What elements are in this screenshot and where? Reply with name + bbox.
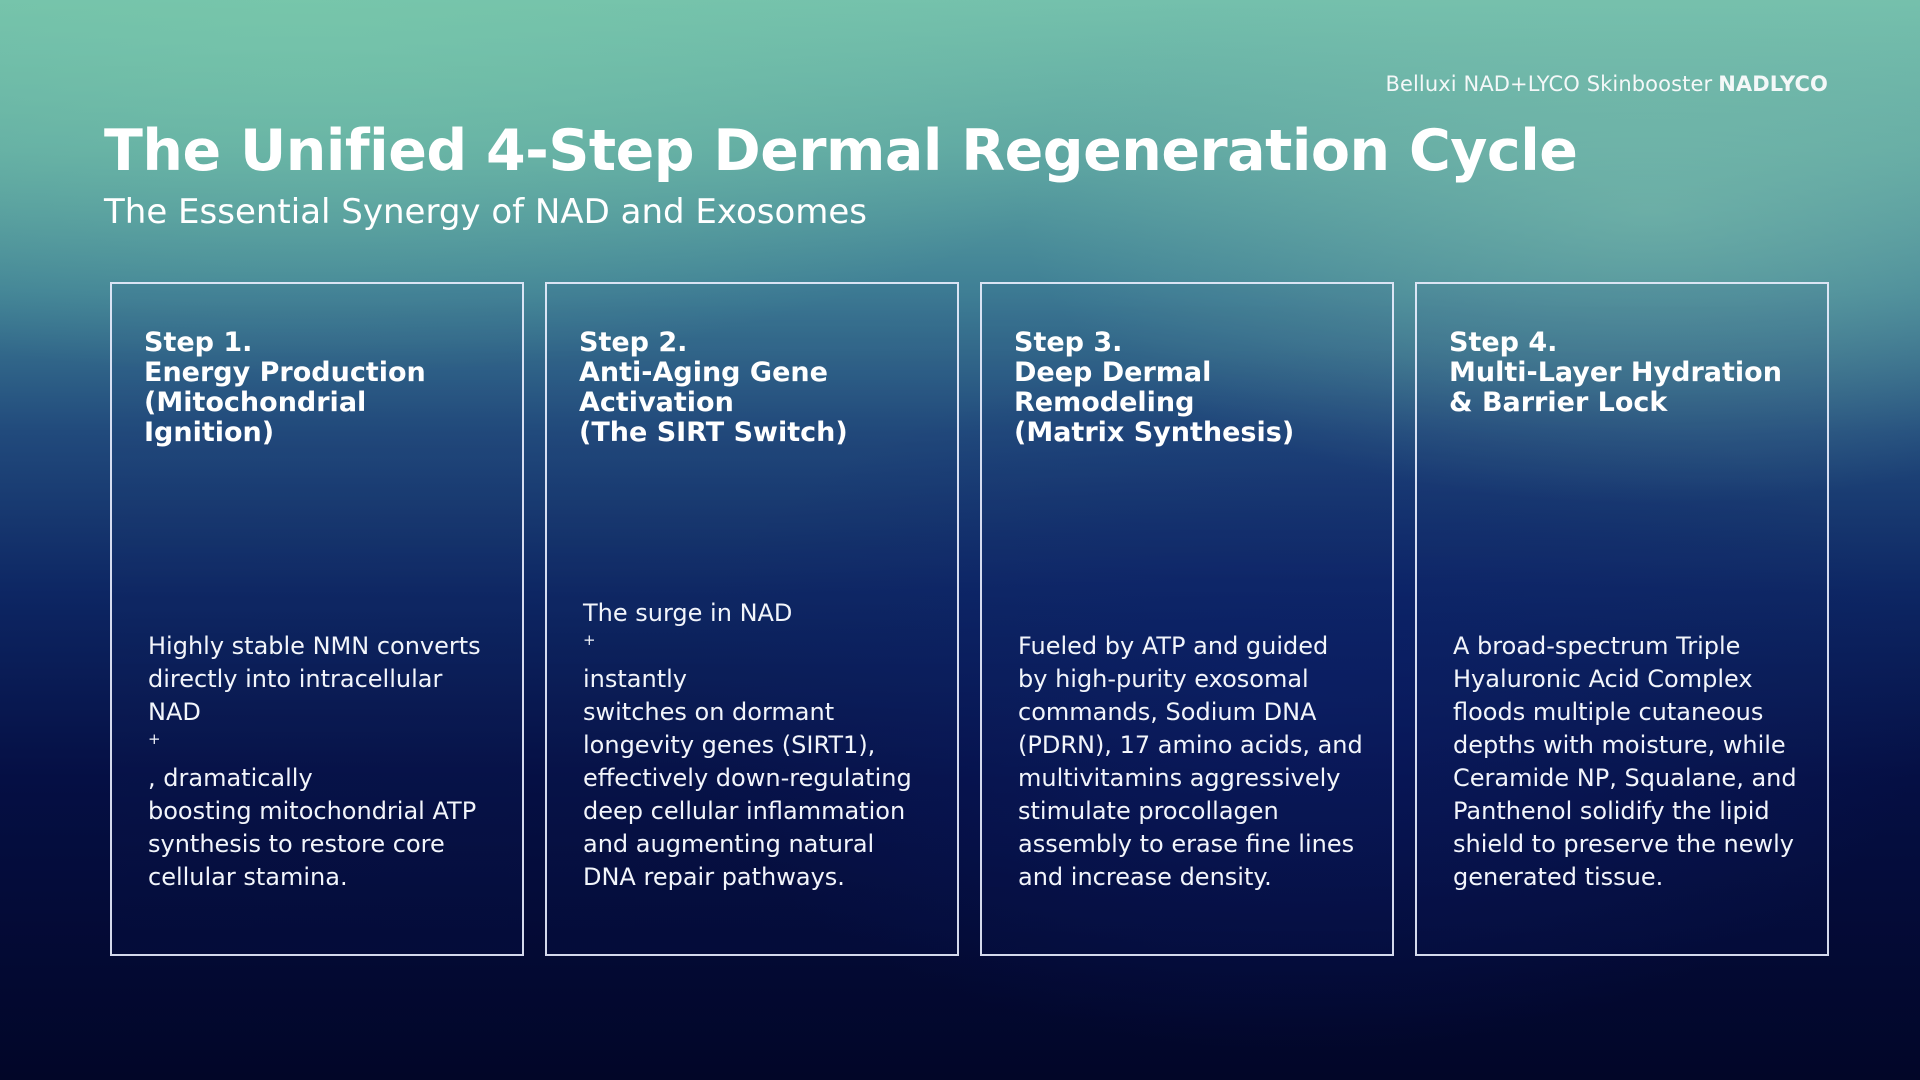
description-line: cellular stamina. bbox=[148, 863, 348, 891]
description-line: Fueled by ATP and guided bbox=[1018, 632, 1329, 660]
brand-text: Belluxi NAD+LYCO Skinbooster bbox=[1385, 72, 1713, 96]
description-line: deep cellular inflammation bbox=[583, 797, 906, 825]
description-fragment: The surge in NAD bbox=[583, 599, 793, 627]
description-line: assembly to erase fine lines bbox=[1018, 830, 1355, 858]
description-line: Highly stable NMN converts bbox=[148, 632, 481, 660]
superscript-plus: + bbox=[583, 631, 596, 649]
description-line: NAD + , dramatically bbox=[148, 696, 502, 795]
step-title-line: Multi-Layer Hydration bbox=[1449, 357, 1782, 388]
description-line: multivitamins aggressively bbox=[1018, 764, 1341, 792]
description-line: shield to preserve the newly bbox=[1453, 830, 1794, 858]
description-line: and increase density. bbox=[1018, 863, 1272, 891]
description-line: switches on dormant bbox=[583, 698, 835, 726]
step-card-3: Step 3. Deep Dermal Remodeling (Matrix S… bbox=[980, 282, 1394, 956]
step-title-line: Remodeling bbox=[1014, 387, 1195, 418]
nad-text: NAD bbox=[148, 698, 201, 726]
page-title: The Unified 4-Step Dermal Regeneration C… bbox=[104, 118, 1578, 184]
description-fragment: instantly bbox=[583, 665, 687, 693]
description-line: Panthenol solidify the lipid bbox=[1453, 797, 1770, 825]
step-card-heading: Step 2. Anti-Aging Gene Activation (The … bbox=[579, 328, 937, 448]
step-title-line: Activation bbox=[579, 387, 734, 418]
description-line: longevity genes (SIRT1), bbox=[583, 731, 876, 759]
step-title-line: (Mitochondrial Ignition) bbox=[144, 387, 367, 448]
description-line: floods multiple cutaneous bbox=[1453, 698, 1764, 726]
description-line: DNA repair pathways. bbox=[583, 863, 845, 891]
superscript-plus: + bbox=[148, 730, 161, 748]
description-fragment: , dramatically bbox=[148, 764, 313, 792]
step-card-4: Step 4. Multi-Layer Hydration & Barrier … bbox=[1415, 282, 1829, 956]
step-cards: Step 1. Energy Production (Mitochondrial… bbox=[110, 282, 1829, 956]
description-line: Hyaluronic Acid Complex bbox=[1453, 665, 1753, 693]
step-number: Step 1. bbox=[144, 327, 253, 358]
description-line: by high-purity exosomal bbox=[1018, 665, 1309, 693]
step-card-1: Step 1. Energy Production (Mitochondrial… bbox=[110, 282, 524, 956]
description-line: effectively down-regulating bbox=[583, 764, 912, 792]
step-title-line: Energy Production bbox=[144, 357, 426, 388]
description-line: A broad-spectrum Triple bbox=[1453, 632, 1741, 660]
step-title-line: (Matrix Synthesis) bbox=[1014, 417, 1295, 448]
description-line: commands, Sodium DNA bbox=[1018, 698, 1317, 726]
description-line: stimulate procollagen bbox=[1018, 797, 1279, 825]
step-number: Step 4. bbox=[1449, 327, 1558, 358]
step-description: Highly stable NMN converts directly into… bbox=[148, 630, 502, 894]
step-number: Step 2. bbox=[579, 327, 688, 358]
description-line: and augmenting natural bbox=[583, 830, 875, 858]
step-description: The surge in NAD + instantly switches on d… bbox=[583, 597, 937, 894]
description-line: directly into intracellular bbox=[148, 665, 443, 693]
description-line: The surge in NAD + instantly bbox=[583, 597, 937, 696]
step-description: Fueled by ATP and guided by high-purity … bbox=[1018, 630, 1372, 894]
step-title-line: Deep Dermal bbox=[1014, 357, 1212, 388]
brand-bold-text: NADLYCO bbox=[1718, 72, 1828, 96]
step-title-line: (The SIRT Switch) bbox=[579, 417, 848, 448]
step-title-line: Anti-Aging Gene bbox=[579, 357, 828, 388]
description-line: boosting mitochondrial ATP bbox=[148, 797, 477, 825]
step-card-heading: Step 1. Energy Production (Mitochondrial… bbox=[144, 328, 502, 448]
step-description: A broad-spectrum Triple Hyaluronic Acid … bbox=[1453, 630, 1807, 894]
description-line: Ceramide NP, Squalane, and bbox=[1453, 764, 1797, 792]
step-card-heading: Step 4. Multi-Layer Hydration & Barrier … bbox=[1449, 328, 1807, 418]
step-card-heading: Step 3. Deep Dermal Remodeling (Matrix S… bbox=[1014, 328, 1372, 448]
page-subtitle: The Essential Synergy of NAD and Exosome… bbox=[104, 192, 868, 232]
step-number: Step 3. bbox=[1014, 327, 1123, 358]
description-line: generated tissue. bbox=[1453, 863, 1664, 891]
description-line: depths with moisture, while bbox=[1453, 731, 1786, 759]
step-card-2: Step 2. Anti-Aging Gene Activation (The … bbox=[545, 282, 959, 956]
description-line: (PDRN), 17 amino acids, and bbox=[1018, 731, 1363, 759]
description-line: synthesis to restore core bbox=[148, 830, 445, 858]
step-title-line: & Barrier Lock bbox=[1449, 387, 1668, 418]
